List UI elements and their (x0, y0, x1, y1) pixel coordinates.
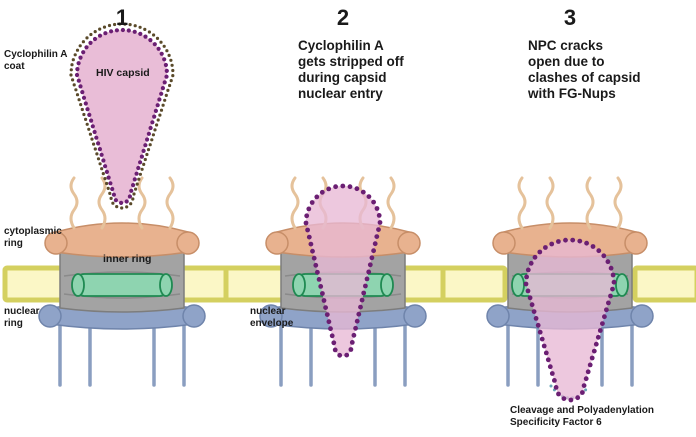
panel-3-number: 3 (563, 5, 577, 30)
basket-rods-1 (58, 316, 186, 387)
panel-2-caption: Cyclophilin A gets stripped off during c… (298, 38, 404, 101)
fg-nup-strands-3 (517, 176, 623, 230)
capsid-1 (77, 30, 167, 203)
panel-1-number: 1 (115, 5, 129, 30)
nuclear-ring-label: nuclear ring (4, 306, 40, 329)
capsid-2-dots (303, 183, 383, 358)
npc-1 (2, 176, 242, 387)
cyclophilin-coat-dots (69, 22, 175, 210)
cyclophilin-coat-label: Cyclophilin A coat (4, 49, 68, 72)
basket-rods-2 (279, 316, 407, 387)
fg-channel-1 (71, 273, 173, 297)
cpsf6-label: Cleavage and Polyadenylation Specificity… (510, 405, 654, 428)
cytoplasmic-ring-label: cytoplasmic ring (4, 226, 62, 249)
panel-3-caption: NPC cracks open due to clashes of capsid… (528, 38, 641, 101)
capsid-3-dots (523, 237, 617, 403)
fg-nup-strands-1 (69, 176, 175, 230)
capsid-2 (306, 186, 380, 356)
nuclear-envelope-3 (440, 265, 696, 303)
panel-2-number: 2 (336, 5, 350, 30)
capsid-1-dots (74, 27, 169, 205)
inner-ring-label: inner ring (103, 253, 152, 265)
capsid-3 (526, 240, 614, 400)
hiv-capsid-label: HIV capsid (96, 67, 150, 79)
nuclear-envelope-label: nuclear envelope (250, 306, 294, 329)
cytoplasmic-ring-1 (55, 222, 189, 258)
